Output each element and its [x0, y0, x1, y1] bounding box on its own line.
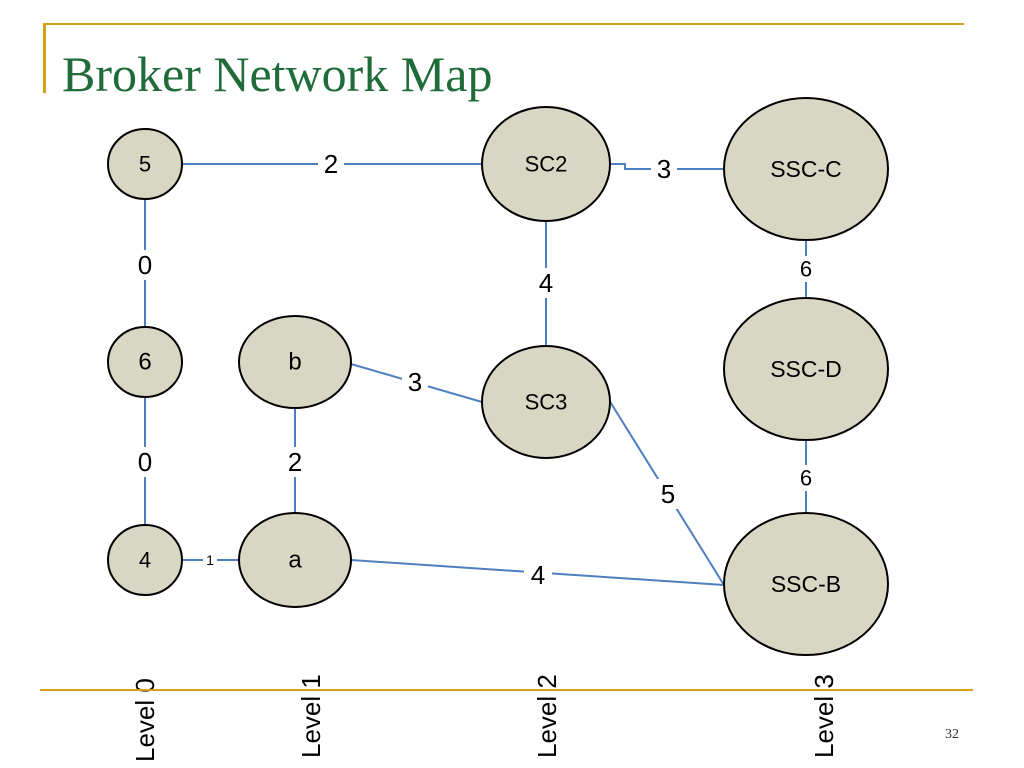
edge-label-sc2-sscc: 3 — [657, 154, 671, 184]
edge-label-5-sc2: 2 — [324, 149, 338, 179]
level-label-3: Level 3 — [809, 674, 839, 758]
node-ssc-d-label: SSC-D — [770, 356, 842, 382]
node-a[interactable]: a — [238, 512, 352, 608]
edge-label-5-6: 0 — [138, 250, 152, 280]
node-ssc-c-label: SSC-C — [770, 156, 842, 182]
slide-title: Broker Network Map — [62, 46, 493, 102]
node-ssc-b-label: SSC-B — [771, 571, 841, 597]
node-ssc-d[interactable]: SSC-D — [723, 297, 889, 441]
node-sc3[interactable]: SC3 — [481, 345, 611, 459]
bottom-accent-line — [40, 689, 973, 691]
node-6[interactable]: 6 — [107, 326, 183, 398]
node-4[interactable]: 4 — [107, 524, 183, 596]
node-sc3-label: SC3 — [525, 390, 568, 415]
edge-label-a-sscb: 4 — [531, 560, 545, 590]
node-b-label: b — [288, 349, 301, 376]
node-5[interactable]: 5 — [107, 128, 183, 200]
node-b[interactable]: b — [238, 315, 352, 409]
level-labels: Level 0 Level 1 Level 2 Level 3 — [130, 674, 839, 762]
edge-label-6-4: 0 — [138, 447, 152, 477]
level-label-1: Level 1 — [296, 674, 326, 758]
page-number: 32 — [945, 727, 959, 742]
edge-label-sscc-sscd: 6 — [800, 257, 812, 282]
node-ssc-c[interactable]: SSC-C — [723, 97, 889, 241]
top-accent-line — [43, 23, 964, 25]
level-label-0: Level 0 — [130, 678, 160, 762]
node-a-label: a — [288, 547, 302, 574]
node-4-label: 4 — [139, 548, 151, 573]
node-sc2-label: SC2 — [525, 152, 568, 177]
edge-label-4-a: 1 — [206, 552, 214, 568]
edge-label-a-b: 2 — [288, 447, 302, 477]
edge-label-sc2-sc3: 4 — [539, 268, 553, 298]
node-ssc-b[interactable]: SSC-B — [723, 512, 889, 656]
node-sc2[interactable]: SC2 — [481, 106, 611, 222]
node-6-label: 6 — [138, 349, 151, 376]
left-accent-line — [43, 23, 46, 93]
nodes: 5 6 4 b a SC2 — [107, 97, 889, 656]
node-5-label: 5 — [139, 152, 151, 177]
edge-label-sscd-sscb: 6 — [800, 466, 812, 491]
edge-label-sc3-sscb: 5 — [661, 479, 675, 509]
edge-label-b-sc3: 3 — [408, 367, 422, 397]
edge-labels: 2 0 0 1 2 3 4 3 6 6 5 4 — [131, 149, 818, 590]
level-label-2: Level 2 — [532, 674, 562, 758]
